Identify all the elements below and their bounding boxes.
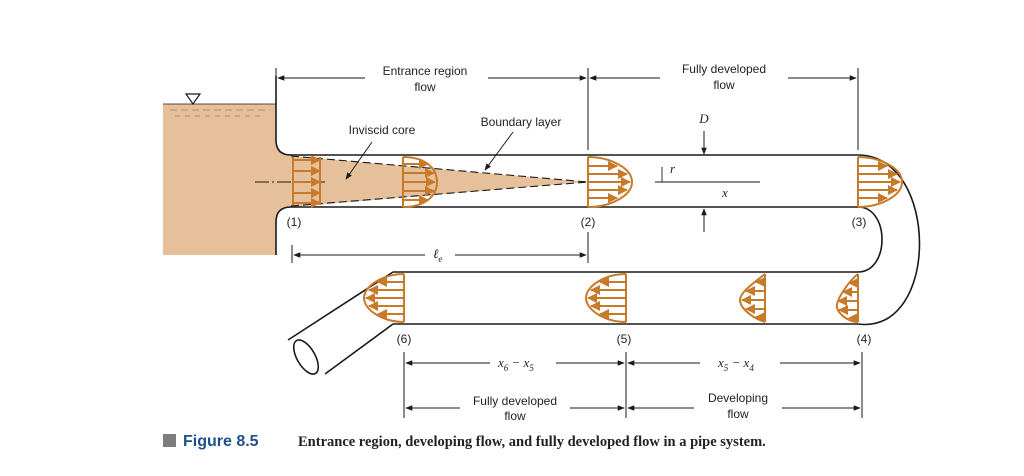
reservoir (163, 76, 292, 255)
entrance-region-label-2: flow (414, 80, 436, 94)
caption-square-icon (163, 434, 176, 447)
developing-label-2: flow (727, 407, 749, 421)
entrance-region-label: Entrance region (383, 64, 468, 78)
fully-developed-top-label-2: flow (713, 78, 735, 92)
velocity-profile-3 (857, 156, 904, 208)
velocity-profile-2 (587, 156, 634, 208)
station-5-label: (5) (617, 332, 632, 346)
developing-label: Developing (708, 391, 768, 405)
bottom-dimensions (403, 352, 863, 418)
boundary-layer-edges (290, 155, 589, 207)
coordinate-axes (655, 167, 760, 183)
figure-caption: Entrance region, developing flow, and fu… (298, 434, 766, 450)
inviscid-core-region (291, 156, 588, 207)
inviscid-core-label: Inviscid core (349, 123, 416, 137)
x-label: x (721, 185, 728, 200)
velocity-profile-6 (362, 273, 405, 323)
r-label: r (670, 161, 676, 176)
diameter-label: D (698, 111, 709, 126)
free-surface-icon (184, 93, 202, 106)
station-2-label: (2) (581, 215, 596, 229)
entrance-length-dimension (291, 232, 589, 263)
fully-developed-top-label: Fully developed (682, 62, 766, 76)
velocity-profile-developing-lower (738, 273, 766, 323)
entrance-length-label: ℓe (433, 246, 442, 264)
velocity-profile-1 (292, 155, 321, 208)
velocity-profile-developing (402, 156, 439, 208)
top-dimensions (275, 68, 859, 150)
fully-developed-bottom-label: Fully developed (473, 394, 557, 408)
boundary-layer-label: Boundary layer (481, 115, 562, 129)
inviscid-core-leader (345, 141, 373, 180)
boundary-layer-leader (484, 131, 514, 171)
velocity-profile-5 (584, 273, 627, 323)
station-4-label: (4) (857, 332, 872, 346)
station-3-label: (3) (852, 215, 867, 229)
station-1-label: (1) (287, 215, 302, 229)
x6-minus-x5-label: x6 − x5 (497, 355, 534, 373)
x5-minus-x4-label: x5 − x4 (717, 355, 754, 373)
station-6-label: (6) (397, 332, 412, 346)
fully-developed-bottom-label-2: flow (504, 409, 526, 423)
figure-number: Figure 8.5 (183, 433, 259, 450)
velocity-profile-4 (835, 273, 859, 323)
